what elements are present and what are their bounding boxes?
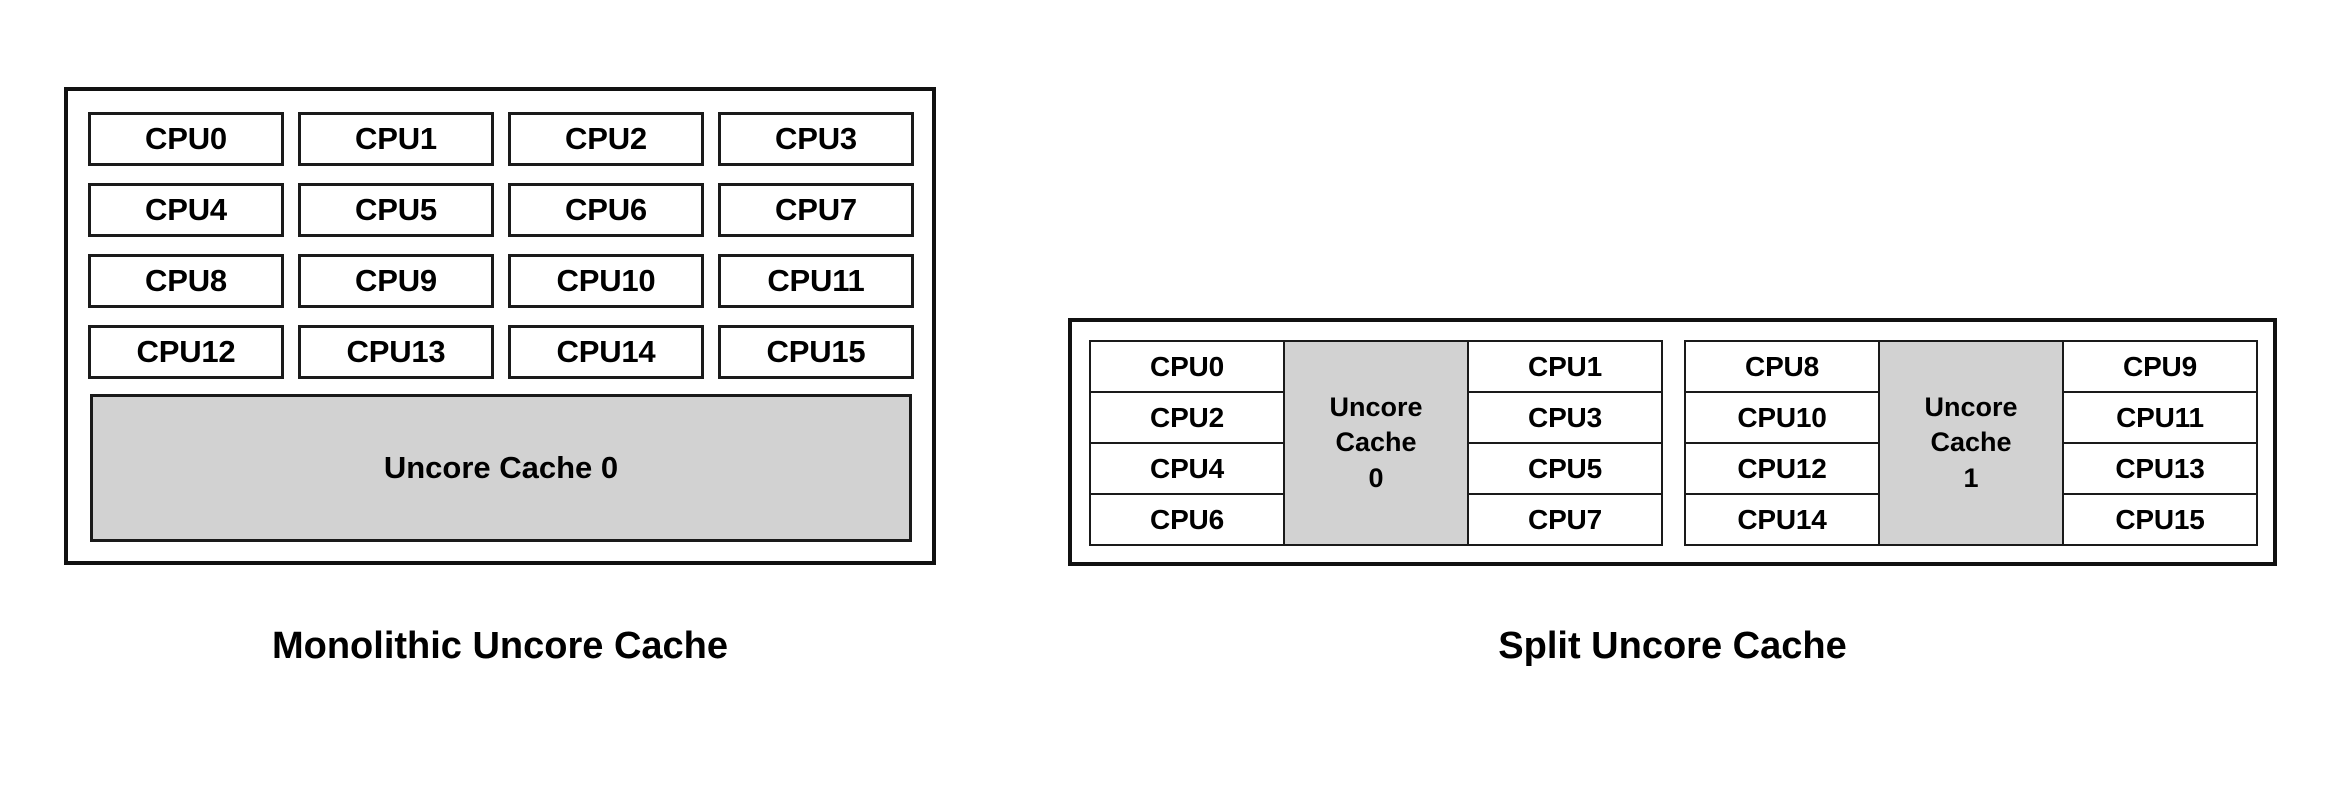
cpu-box: CPU0 bbox=[88, 112, 284, 166]
cpu-box: CPU15 bbox=[718, 325, 914, 379]
cpu-box: CPU13 bbox=[2062, 442, 2258, 495]
cpu-box: CPU15 bbox=[2062, 493, 2258, 546]
uncore-cache-label-line-1: Uncore bbox=[1329, 391, 1423, 422]
split-cache-group: CPU0 CPU2 CPU4 CPU6 Uncore Cache 0 CPU1 … bbox=[1089, 340, 1667, 546]
cpu-box: CPU11 bbox=[2062, 391, 2258, 444]
cpu-box: CPU12 bbox=[1684, 442, 1880, 495]
cpu-box: CPU1 bbox=[298, 112, 494, 166]
monolithic-diagram-frame: CPU0 CPU1 CPU2 CPU3 CPU4 CPU5 CPU6 CPU7 … bbox=[64, 87, 936, 565]
cpu-box: CPU7 bbox=[718, 183, 914, 237]
cpu-box: CPU7 bbox=[1467, 493, 1663, 546]
cpu-box: CPU2 bbox=[508, 112, 704, 166]
cpu-box: CPU12 bbox=[88, 325, 284, 379]
cpu-box: CPU6 bbox=[508, 183, 704, 237]
cpu-box: CPU4 bbox=[88, 183, 284, 237]
cpu-box: CPU14 bbox=[1684, 493, 1880, 546]
uncore-cache-block: Uncore Cache 0 bbox=[1283, 340, 1469, 546]
cpu-box: CPU9 bbox=[2062, 340, 2258, 393]
cpu-box: CPU13 bbox=[298, 325, 494, 379]
cpu-box: CPU9 bbox=[298, 254, 494, 308]
split-cpu-column-left: CPU8 CPU10 CPU12 CPU14 bbox=[1684, 340, 1880, 546]
cpu-box: CPU5 bbox=[298, 183, 494, 237]
cpu-box: CPU14 bbox=[508, 325, 704, 379]
uncore-cache-label-line-2: Cache bbox=[1335, 427, 1417, 458]
uncore-cache-block: Uncore Cache 0 bbox=[90, 394, 912, 542]
split-cpu-column-left: CPU0 CPU2 CPU4 CPU6 bbox=[1089, 340, 1285, 546]
cpu-box: CPU4 bbox=[1089, 442, 1285, 495]
cpu-box: CPU10 bbox=[1684, 391, 1880, 444]
uncore-cache-label-line-3: 1 bbox=[1963, 462, 1979, 493]
split-cache-group: CPU8 CPU10 CPU12 CPU14 Uncore Cache 1 CP… bbox=[1684, 340, 2262, 546]
cpu-box: CPU0 bbox=[1089, 340, 1285, 393]
cpu-box: CPU8 bbox=[1684, 340, 1880, 393]
split-diagram-frame: CPU0 CPU2 CPU4 CPU6 Uncore Cache 0 CPU1 … bbox=[1068, 318, 2277, 566]
cpu-box: CPU3 bbox=[1467, 391, 1663, 444]
cpu-box: CPU1 bbox=[1467, 340, 1663, 393]
monolithic-caption: Monolithic Uncore Cache bbox=[271, 625, 729, 667]
uncore-cache-label-line-2: Cache bbox=[1930, 427, 2012, 458]
cpu-box: CPU6 bbox=[1089, 493, 1285, 546]
cpu-box: CPU8 bbox=[88, 254, 284, 308]
split-cpu-column-right: CPU9 CPU11 CPU13 CPU15 bbox=[2062, 340, 2258, 546]
cpu-box: CPU10 bbox=[508, 254, 704, 308]
uncore-cache-block: Uncore Cache 1 bbox=[1878, 340, 2064, 546]
cpu-box: CPU11 bbox=[718, 254, 914, 308]
uncore-cache-label-line-3: 0 bbox=[1368, 462, 1384, 493]
cpu-box: CPU2 bbox=[1089, 391, 1285, 444]
split-cpu-column-right: CPU1 CPU3 CPU5 CPU7 bbox=[1467, 340, 1663, 546]
monolithic-cpu-grid: CPU0 CPU1 CPU2 CPU3 CPU4 CPU5 CPU6 CPU7 … bbox=[88, 112, 914, 400]
uncore-cache-label-line-1: Uncore bbox=[1924, 391, 2018, 422]
cpu-box: CPU5 bbox=[1467, 442, 1663, 495]
cpu-box: CPU3 bbox=[718, 112, 914, 166]
split-caption: Split Uncore Cache bbox=[1498, 625, 1847, 667]
